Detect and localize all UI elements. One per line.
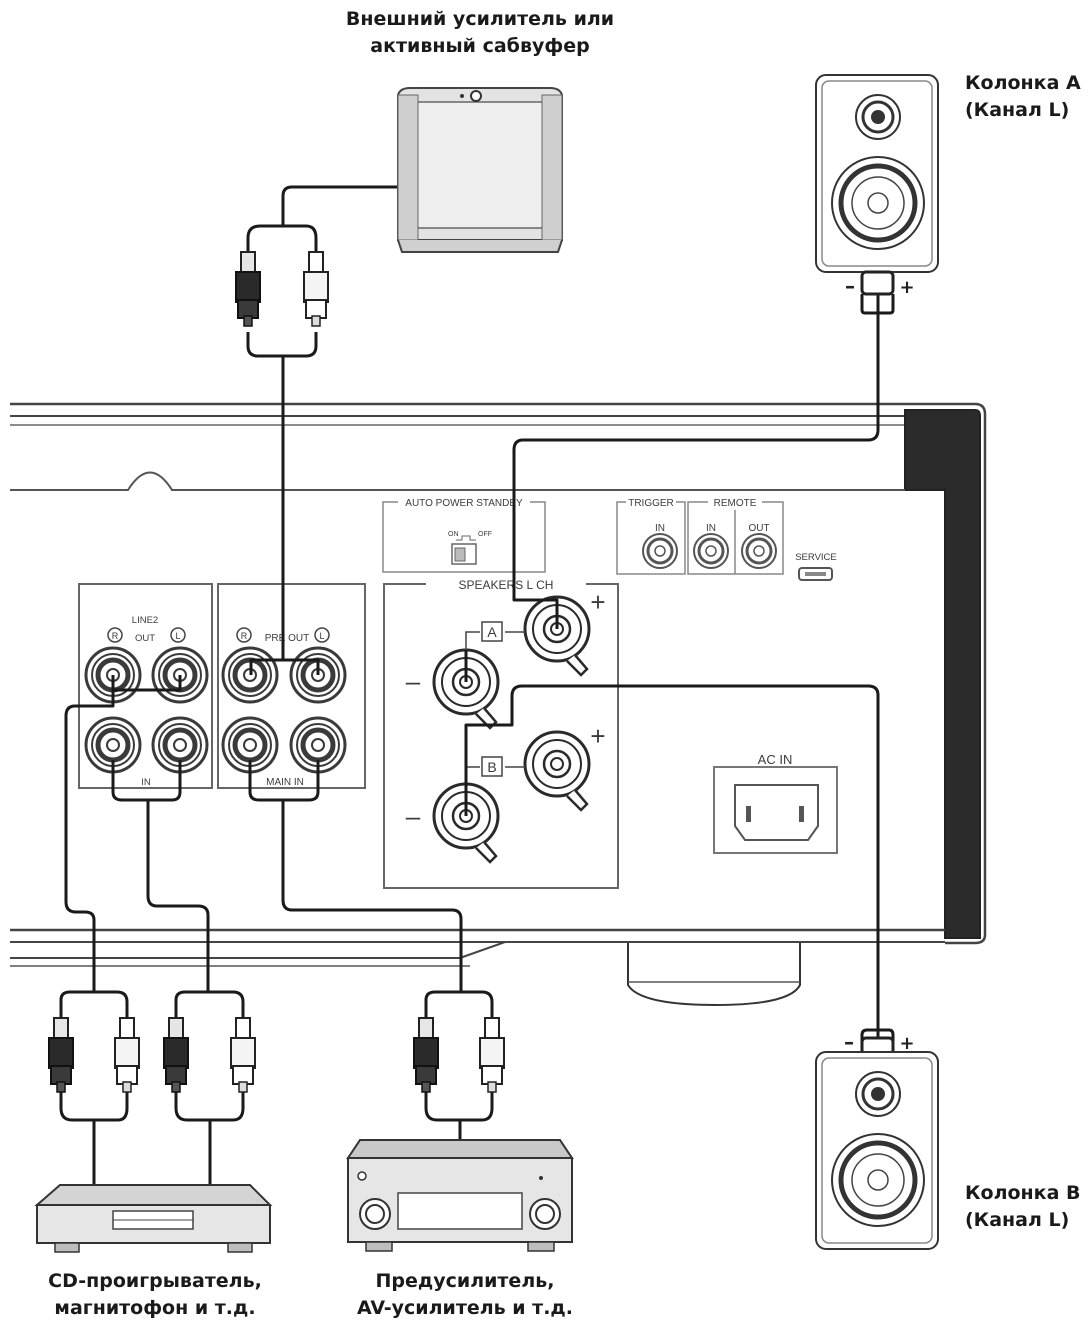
speaker-b-label: B xyxy=(487,759,496,775)
line2-out-cable xyxy=(64,690,115,992)
trigger-in-jack[interactable] xyxy=(641,532,679,570)
cd-in-plug-dark xyxy=(163,1017,189,1093)
subwoofer-caption-line2: активный сабвуфер xyxy=(370,35,590,57)
speaker-b-caption-line1: Колонка B xyxy=(965,1182,1081,1204)
speaker-a-minus-mark: – xyxy=(845,274,855,298)
speaker-b-minus-mark: – xyxy=(844,1030,854,1054)
line2-in-label: IN xyxy=(141,777,151,788)
subwoofer-plug-light xyxy=(303,251,329,327)
main-in-label: MAIN IN xyxy=(266,777,304,788)
line2-l-label: L xyxy=(175,631,180,641)
amplifier-rear-panel: AUTO POWER STANDBY ON OFF TRIGGER IN REM… xyxy=(10,402,987,1007)
pre-out-label: PRE OUT xyxy=(265,633,309,644)
cd-player-device xyxy=(34,1184,273,1253)
speaker-b-caption-line2: (Канал L) xyxy=(965,1209,1070,1231)
preout-r-label: R xyxy=(241,631,248,641)
subwoofer-caption: Внешний усилитель или активный сабвуфер xyxy=(300,6,660,60)
main-in-cable xyxy=(281,800,463,992)
line2-label: LINE2 xyxy=(132,615,158,626)
remote-in-jack[interactable] xyxy=(692,532,730,570)
speaker-a-caption-line2: (Канал L) xyxy=(965,99,1070,121)
subwoofer-knob xyxy=(470,90,482,102)
speaker-a-caption-line1: Колонка A xyxy=(965,72,1081,94)
preamp-plug-dark xyxy=(413,1017,439,1093)
speaker-a-plus-label: + xyxy=(590,587,605,617)
speaker-a-device: – + xyxy=(815,74,939,298)
remote-out-jack[interactable] xyxy=(740,532,778,570)
speaker-a-plus-mark: + xyxy=(899,277,914,298)
speaker-b-minus-label: – xyxy=(406,801,421,831)
trigger-label: TRIGGER xyxy=(628,498,674,509)
preamp-caption: Предусилитель, AV-усилитель и т.д. xyxy=(330,1268,600,1322)
speaker-b-device: – + xyxy=(815,1030,939,1250)
preamp-caption-line1: Предусилитель, xyxy=(375,1270,555,1292)
remote-out-label: OUT xyxy=(748,523,769,534)
remote-in-label: IN xyxy=(706,523,716,534)
line2-in-cable xyxy=(146,800,210,992)
ac-in-label: AC IN xyxy=(758,752,793,767)
speaker-b-plus-terminal[interactable] xyxy=(523,730,591,812)
line2-r-label: R xyxy=(112,631,119,641)
cables xyxy=(59,185,895,1185)
av-display xyxy=(397,1192,523,1230)
line2-out-label: OUT xyxy=(135,633,155,644)
subwoofer-device xyxy=(397,87,563,253)
cd-caption-line1: CD-проигрыватель, xyxy=(48,1270,262,1292)
trigger-in-label: IN xyxy=(655,523,665,534)
speaker-b-plus-mark: + xyxy=(899,1033,914,1054)
speaker-b-minus-cable xyxy=(464,684,880,1040)
cd-in-plug-light xyxy=(230,1017,256,1093)
cd-out-plug-light xyxy=(114,1017,140,1093)
auto-power-standby-label: AUTO POWER STANDBY xyxy=(405,498,523,509)
subwoofer-plug-dark xyxy=(235,251,261,327)
remote-label: REMOTE xyxy=(714,498,757,509)
speaker-a-plus-cable xyxy=(512,294,880,629)
speaker-b-caption: Колонка B (Канал L) xyxy=(965,1180,1085,1234)
speakers-label: SPEAKERS L CH xyxy=(459,578,554,592)
cd-caption-line2: магнитофон и т.д. xyxy=(54,1297,256,1319)
cd-caption: CD-проигрыватель, магнитофон и т.д. xyxy=(20,1268,290,1322)
switch-off-label: OFF xyxy=(478,531,492,538)
speaker-a-caption: Колонка A (Канал L) xyxy=(965,70,1085,124)
speaker-a-minus-label: – xyxy=(406,666,421,696)
speaker-a-label: A xyxy=(487,624,497,640)
switch-on-label: ON xyxy=(448,531,459,538)
cd-out-plug-dark xyxy=(48,1017,74,1093)
preamp-caption-line2: AV-усилитель и т.д. xyxy=(357,1297,573,1319)
preout-l-label: L xyxy=(319,631,324,641)
service-label: SERVICE xyxy=(795,552,837,563)
speaker-b-plus-label: + xyxy=(590,721,605,751)
subwoofer-caption-line1: Внешний усилитель или xyxy=(345,8,615,30)
subwoofer-cable xyxy=(281,185,414,226)
preamp-plug-light xyxy=(479,1017,505,1093)
av-amplifier-device xyxy=(346,1139,574,1252)
